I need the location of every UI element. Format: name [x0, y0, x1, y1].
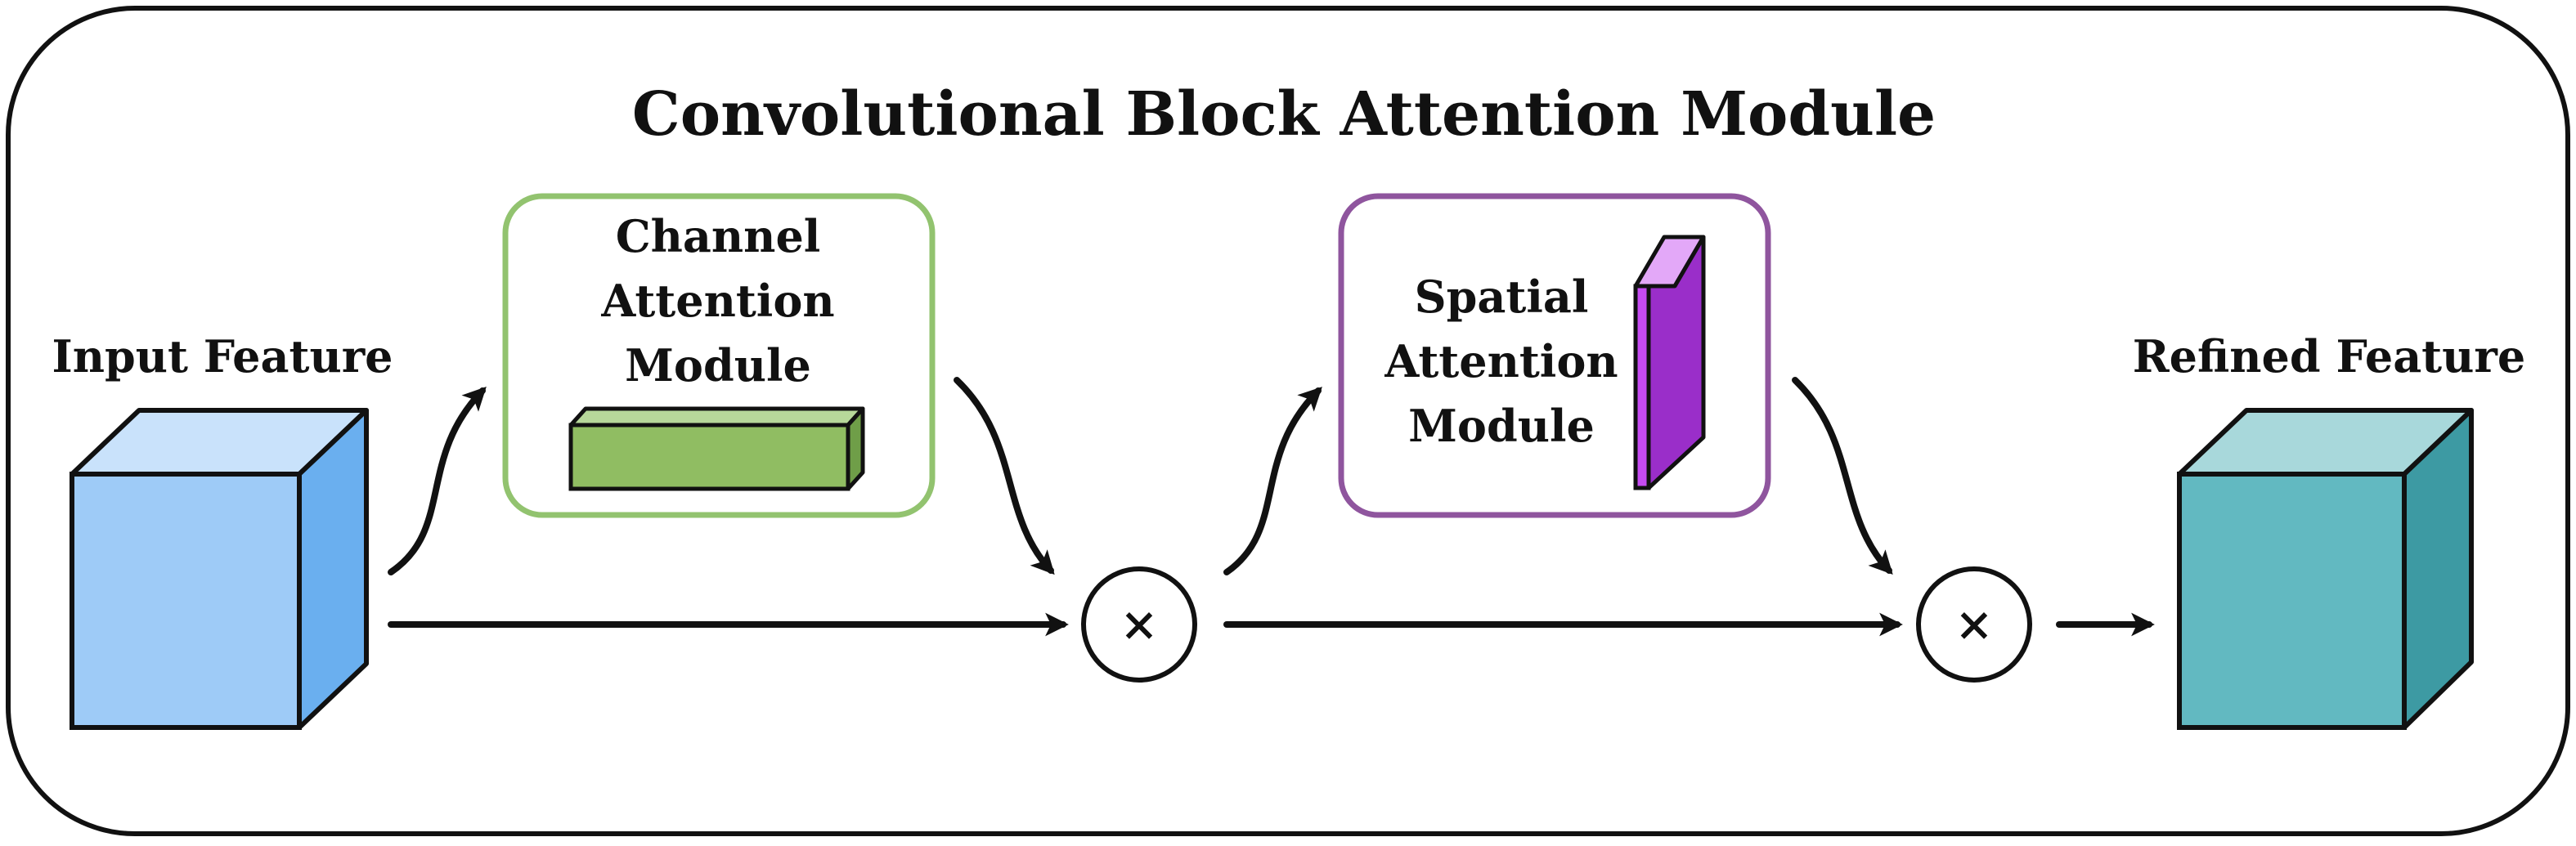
multiply-circle-1	[1081, 566, 1197, 683]
multiply-operator-1: ×	[1081, 566, 1197, 683]
input-feature-cube	[70, 408, 369, 730]
channel-bar-front	[568, 423, 850, 491]
spatial-attention-label-line-1: Spatial	[1415, 271, 1589, 323]
diagram-title: Convolutional Block Attention Module	[632, 79, 1936, 150]
channel-attention-label-line-3: Module	[625, 339, 811, 392]
refined-feature-label: Refined Feature	[2133, 330, 2525, 383]
arrow-spatial-to-multiply-2	[1792, 377, 1893, 575]
arrow-channel-to-multiply-1	[954, 377, 1055, 575]
spatial-attention-slab	[1633, 235, 1706, 490]
arrow-to-spatial	[1223, 387, 1322, 575]
input-feature: Input Feature	[52, 330, 393, 730]
spatial-attention-label-line-2: Attention	[1384, 335, 1618, 387]
channel-attention-bar	[568, 406, 865, 491]
input-cube-front	[70, 472, 302, 730]
multiply-symbol-2: ×	[1955, 598, 1994, 651]
multiply-symbol-1: ×	[1120, 598, 1159, 651]
multiply-operator-2: ×	[1916, 566, 2032, 683]
refined-cube-front	[2177, 472, 2407, 730]
spatial-attention-module: Spatial Attention Module	[1338, 193, 1771, 518]
arrows	[388, 377, 2155, 637]
channel-attention-label-line-2: Attention	[600, 275, 834, 327]
spatial-slab-front	[1633, 284, 1651, 490]
spatial-attention-label-line-3: Module	[1408, 400, 1595, 452]
channel-attention-module: Channel Attention Module	[502, 193, 936, 518]
channel-bar-top	[568, 406, 865, 427]
multiply-circle-2	[1916, 566, 2032, 683]
channel-bar-side	[846, 406, 865, 491]
arrow-input-to-channel	[388, 387, 487, 575]
refined-feature: Refined Feature	[2133, 330, 2525, 730]
refined-feature-cube	[2177, 408, 2474, 730]
channel-attention-label-line-1: Channel	[616, 210, 821, 262]
input-feature-label: Input Feature	[52, 330, 393, 383]
